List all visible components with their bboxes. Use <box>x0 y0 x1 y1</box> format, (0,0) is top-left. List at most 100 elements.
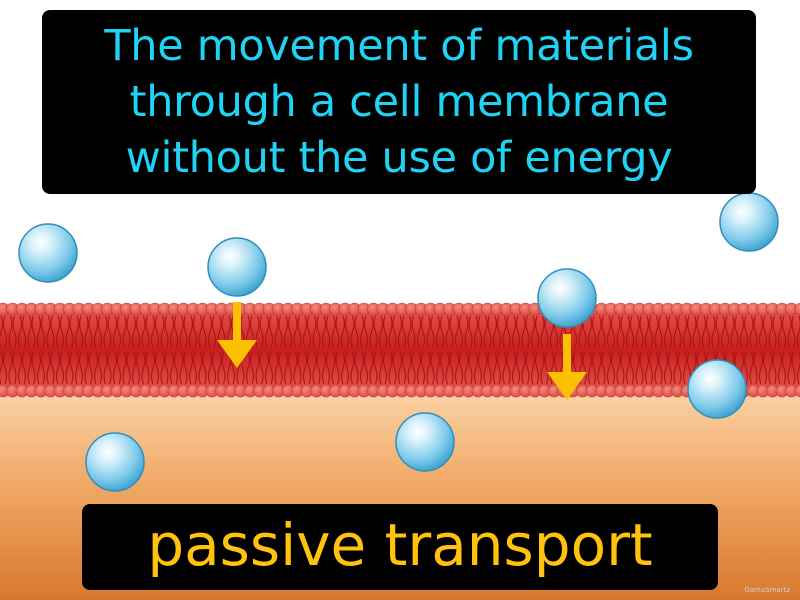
molecule <box>537 268 597 328</box>
lipid-tail <box>331 315 340 349</box>
lipid-tail <box>264 351 274 385</box>
lipid-tail <box>796 351 800 385</box>
lipid-tail <box>454 351 464 385</box>
lipid-tail <box>502 315 511 349</box>
lipid-tail <box>122 351 131 385</box>
lipid-tail <box>255 351 264 385</box>
lipid-tail <box>407 351 416 385</box>
lipid-tail <box>397 351 407 385</box>
lipid-tail <box>445 351 454 385</box>
lipid-tail <box>435 351 445 385</box>
lipid-tail <box>682 315 692 349</box>
lipid-tail <box>749 315 758 349</box>
lipid-tail <box>521 315 530 349</box>
lipid-tail <box>369 351 378 385</box>
lipid-tail <box>283 351 293 385</box>
lipid-tail <box>635 351 644 385</box>
lipid-tail <box>768 351 777 385</box>
lipid-tail <box>416 315 426 349</box>
lipid-tail <box>169 351 179 385</box>
lipid-tail <box>84 351 93 385</box>
phospholipid-heads-outer <box>0 302 800 316</box>
lipid-tail <box>312 315 321 349</box>
lipid-tail <box>112 351 122 385</box>
lipid-tail <box>606 315 616 349</box>
definition-text: The movement of materials through a cell… <box>104 18 694 186</box>
lipid-tail <box>150 315 160 349</box>
lipid-tail <box>274 351 283 385</box>
lipid-tail <box>378 351 388 385</box>
lipid-tail <box>635 315 644 349</box>
lipid-tail <box>720 315 730 349</box>
lipid-tail <box>530 315 540 349</box>
lipid-tail <box>511 315 521 349</box>
definition-line-1: The movement of materials <box>104 21 694 71</box>
lipid-tail <box>359 351 369 385</box>
lipid-tail <box>473 315 483 349</box>
lipid-tail <box>625 351 635 385</box>
lipid-tail <box>65 315 74 349</box>
phospholipid-head <box>794 384 800 398</box>
lipid-tail <box>74 315 84 349</box>
lipid-tail <box>654 351 663 385</box>
diffusion-arrow-left <box>217 302 257 368</box>
lipid-tail <box>644 315 654 349</box>
lipid-tail <box>483 351 492 385</box>
lipid-tails <box>0 315 800 385</box>
molecule <box>207 237 267 297</box>
lipid-tail <box>796 315 800 349</box>
molecule <box>85 432 145 492</box>
lipid-tail <box>36 315 46 349</box>
phospholipid-heads-inner <box>0 384 800 398</box>
lipid-tail <box>122 315 131 349</box>
lipid-tail <box>0 351 8 385</box>
lipid-tail <box>739 315 749 349</box>
lipid-tail <box>283 315 293 349</box>
lipid-tail <box>198 351 207 385</box>
lipid-tail <box>758 315 768 349</box>
lipid-tail <box>587 351 597 385</box>
lipid-tail <box>55 351 65 385</box>
lipid-tail <box>188 351 198 385</box>
lipid-tail <box>55 315 65 349</box>
molecule <box>719 192 779 252</box>
lipid-tail <box>464 351 473 385</box>
lipid-tail <box>616 351 625 385</box>
lipid-tail <box>46 351 55 385</box>
lipid-tail <box>730 315 739 349</box>
lipid-tail <box>749 351 758 385</box>
lipid-tail <box>426 315 435 349</box>
lipid-tail <box>606 351 616 385</box>
lipid-tail <box>445 315 454 349</box>
lipid-tail <box>407 315 416 349</box>
diffusion-arrow-right <box>547 334 587 400</box>
lipid-tail <box>65 351 74 385</box>
lipid-tail <box>397 315 407 349</box>
lipid-tail <box>46 315 55 349</box>
lipid-tail <box>112 315 122 349</box>
lipid-tail <box>454 315 464 349</box>
lipid-tail <box>0 315 8 349</box>
lipid-tail <box>160 315 169 349</box>
molecule <box>18 223 78 283</box>
lipid-tail <box>141 315 150 349</box>
lipid-tail <box>483 315 492 349</box>
molecule <box>395 412 455 472</box>
lipid-tail <box>131 315 141 349</box>
lipid-tail <box>426 351 435 385</box>
lipid-tail <box>350 351 359 385</box>
lipid-tail <box>179 315 188 349</box>
membrane-tails <box>0 306 800 394</box>
lipid-tail <box>255 315 264 349</box>
lipid-tail <box>587 315 597 349</box>
lipid-tail <box>540 315 549 349</box>
lipid-tail <box>473 351 483 385</box>
lipid-tail <box>84 315 93 349</box>
lipid-tail <box>540 351 549 385</box>
lipid-tail <box>169 315 179 349</box>
lipid-tail <box>340 315 350 349</box>
lipid-tail <box>245 351 255 385</box>
lipid-tail <box>293 315 302 349</box>
lipid-tail <box>321 351 331 385</box>
lipid-tail <box>331 351 340 385</box>
